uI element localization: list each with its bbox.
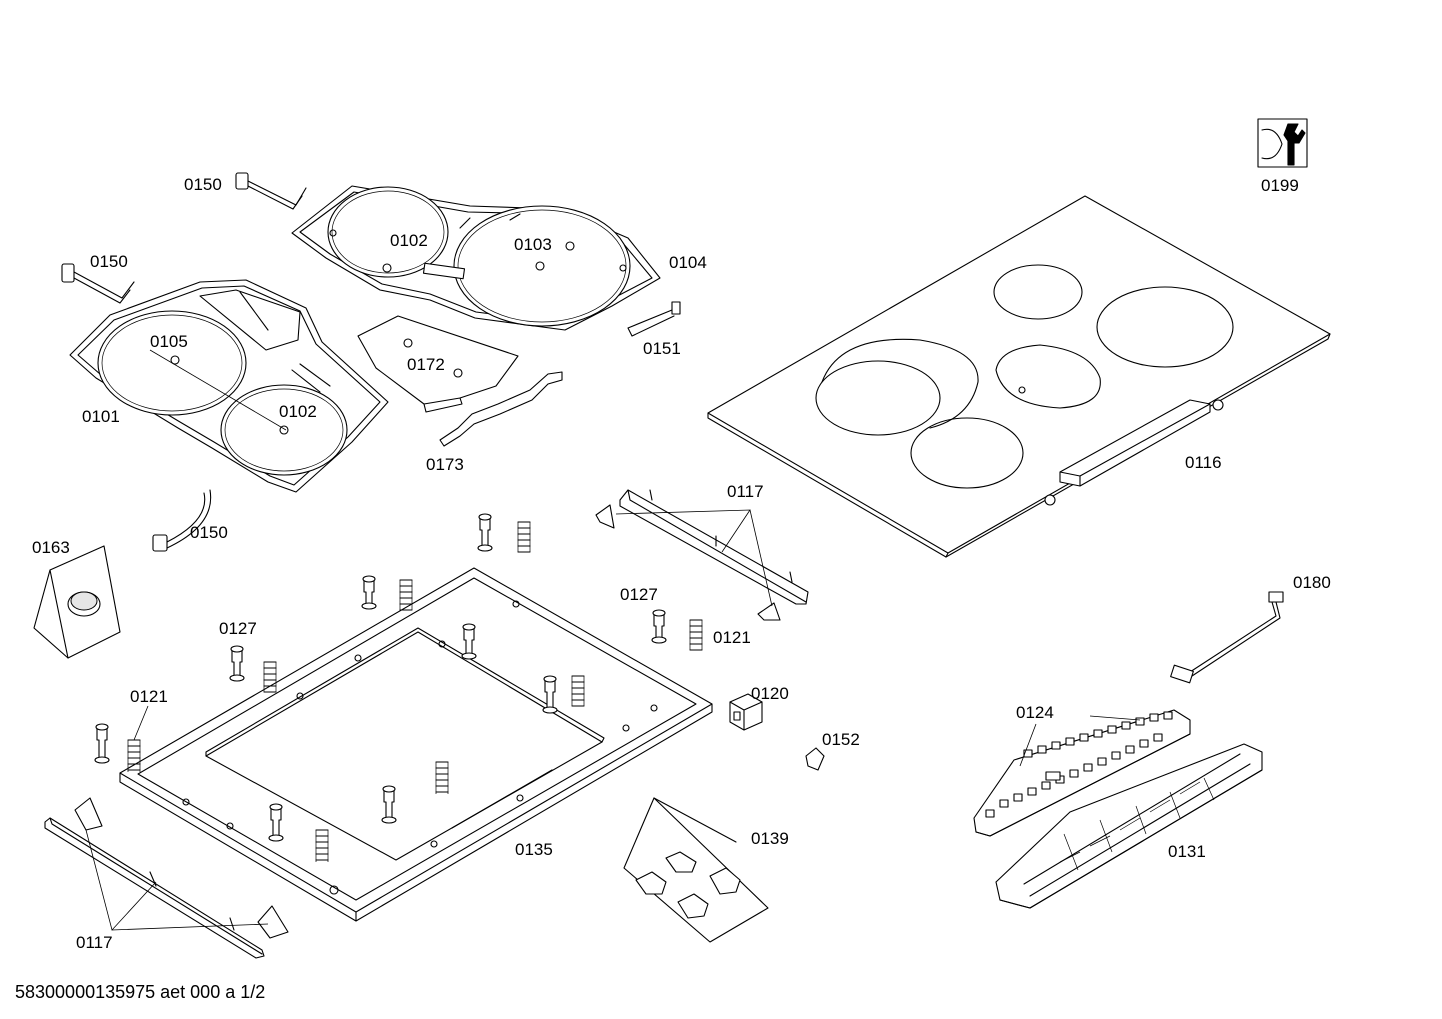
part-label-0117-lower: 0117 [76, 933, 113, 952]
part-label-0151: 0151 [643, 339, 681, 358]
part-label-0124: 0124 [1016, 703, 1054, 722]
part-label-0139: 0139 [751, 829, 789, 848]
spring-0121-c [689, 619, 703, 651]
foot-0127-a [477, 513, 493, 552]
part-label-0102-upper: 0102 [390, 231, 428, 250]
cable-0180 [1170, 591, 1284, 684]
control-board-0124 [973, 709, 1191, 837]
box-0163 [33, 545, 121, 659]
part-label-0150-top: 0150 [184, 175, 222, 194]
foot-0127-h [381, 785, 397, 824]
part-label-0116: 0116 [1185, 453, 1222, 472]
foot-0127-f [542, 675, 558, 714]
part-label-0199: 0199 [1261, 176, 1299, 195]
wire-0150-bottom [152, 489, 212, 552]
leader-lines [85, 509, 1141, 931]
bag-0139 [623, 797, 769, 943]
part-label-0102-lower: 0102 [279, 402, 317, 421]
foot-0127-i [268, 803, 284, 842]
drawing-reference-number: 58300000135975 aet 000 a 1/2 [15, 982, 266, 1002]
board-components [985, 711, 1173, 818]
tool-icon [1257, 118, 1308, 168]
part-label-0121-left: 0121 [130, 687, 168, 706]
part-label-0120: 0120 [751, 684, 789, 703]
part-label-0172: 0172 [407, 355, 445, 374]
part-label-0180: 0180 [1293, 573, 1331, 592]
side-bracket-0117-upper [595, 489, 809, 621]
heating-frame-lower [69, 279, 389, 493]
sensor-plate-0172 [357, 315, 519, 413]
terminal-0120 [729, 693, 763, 731]
spring-0121-e [571, 675, 585, 707]
spring-0121-a [517, 521, 531, 553]
side-bracket-0117-lower [44, 797, 289, 959]
part-label-0131: 0131 [1168, 842, 1206, 861]
foot-0127-c [651, 609, 667, 644]
part-label-0105: 0105 [150, 332, 188, 351]
wire-0150-left [61, 263, 135, 304]
part-label-0152: 0152 [822, 730, 860, 749]
connector-0151 [627, 301, 681, 337]
heating-frame-upper [291, 185, 661, 331]
part-label-0121-right: 0121 [713, 628, 751, 647]
part-label-0150-left: 0150 [90, 252, 128, 271]
part-label-0117-upper: 0117 [727, 482, 764, 501]
part-label-0150-bottom: 0150 [190, 523, 228, 542]
spring-0121-h [315, 829, 329, 862]
part-label-0135: 0135 [515, 840, 553, 859]
part-label-0103: 0103 [514, 235, 552, 254]
bracket-0173 [439, 371, 563, 447]
spring-0121-g [435, 761, 449, 794]
base-frame-0135 [119, 567, 713, 922]
part-label-0127-left: 0127 [219, 619, 257, 638]
control-housing-0131 [995, 743, 1263, 909]
part-label-0104: 0104 [669, 253, 707, 272]
part-label-0173: 0173 [426, 455, 464, 474]
part-label-0127-right: 0127 [620, 585, 658, 604]
foot-0127-d [229, 645, 245, 682]
spring-0121-b [399, 579, 413, 611]
part-label-0101: 0101 [82, 407, 120, 426]
wire-0150-top [235, 172, 307, 210]
foot-0127-e [461, 623, 477, 660]
foot-0127-b [361, 575, 377, 610]
glass-cooktop [707, 195, 1331, 558]
spring-0121-d [263, 661, 277, 693]
foot-0127-g [94, 723, 110, 764]
clip-0152 [805, 747, 825, 771]
part-label-0163: 0163 [32, 538, 70, 557]
